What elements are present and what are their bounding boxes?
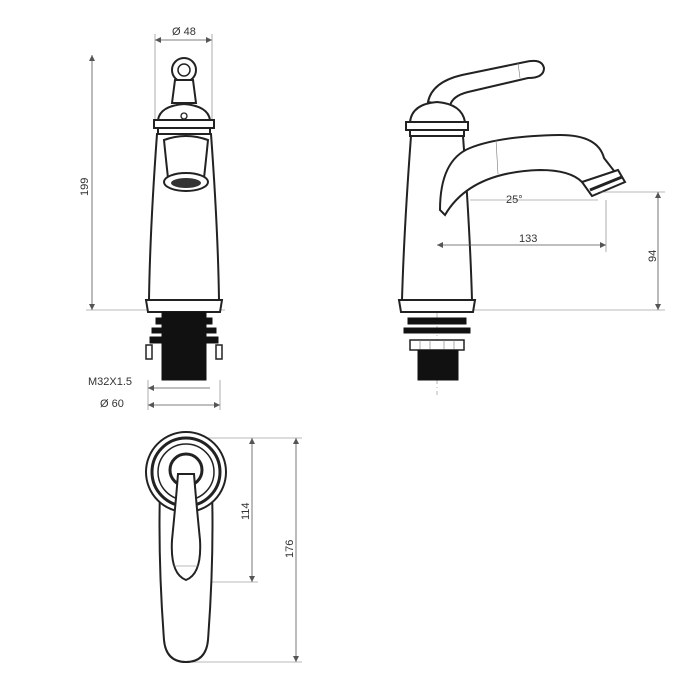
- side-cap-ring: [405, 121, 469, 131]
- front-spout: [162, 135, 210, 179]
- front-handle-stem: [170, 79, 198, 104]
- side-washer-2: [403, 327, 471, 334]
- spout-angle-label: 25°: [506, 194, 523, 206]
- side-lever: [426, 59, 546, 108]
- front-height-label: 199: [79, 178, 91, 196]
- side-shank: [417, 349, 459, 381]
- front-view: Ø 48 199 M32X1.5: [79, 26, 225, 410]
- front-base: [144, 299, 224, 313]
- thread-label: M32X1.5: [88, 376, 132, 388]
- top-lever: [170, 473, 202, 582]
- side-washer-1: [407, 317, 467, 325]
- side-cap: [408, 100, 467, 123]
- front-width-label: Ø 48: [172, 26, 196, 38]
- arrow-right: [206, 37, 212, 43]
- arrow-left: [155, 37, 161, 43]
- side-nut: [409, 339, 465, 351]
- top-total-length-label: 176: [284, 540, 296, 558]
- spout-reach-label: 133: [519, 233, 537, 245]
- side-spout: [438, 133, 620, 217]
- front-shank: [161, 311, 207, 381]
- top-view: 176 114: [145, 431, 302, 664]
- base-diameter-label: Ø 60: [100, 398, 124, 410]
- front-cap-ring: [153, 119, 215, 129]
- top-handle-length-label: 114: [240, 502, 252, 520]
- side-view: 25° 133 94: [397, 59, 665, 395]
- spout-height-label: 94: [647, 250, 659, 262]
- front-cap: [156, 102, 212, 121]
- side-base: [397, 299, 477, 313]
